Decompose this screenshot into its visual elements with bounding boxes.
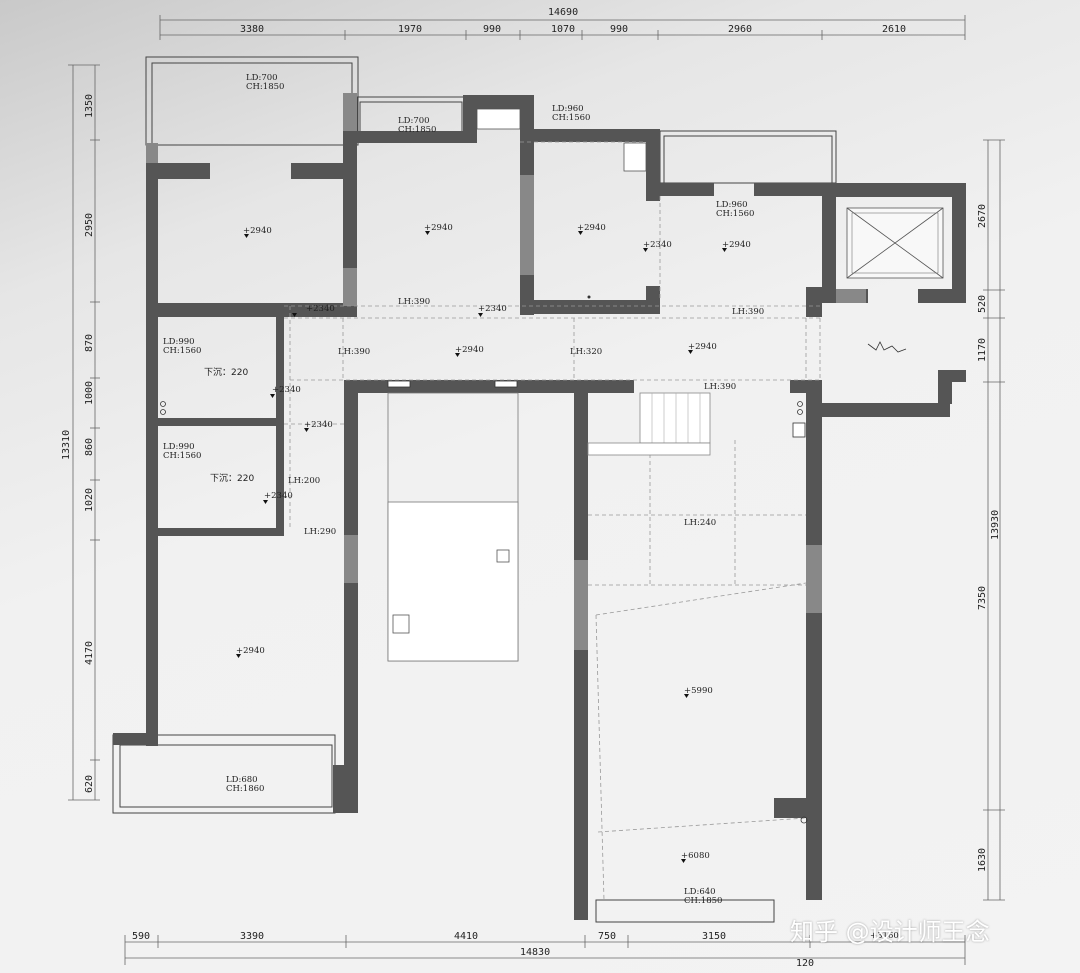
label-lh200: LH:200: [288, 476, 320, 486]
dim-right-1: 2670: [977, 204, 988, 228]
elev-2940-b: +2940: [424, 223, 453, 233]
plan-annotations: LD:700 CH:1850 LD:700 CH:1850 LD:960 CH:…: [163, 73, 899, 941]
label-ch1560-d: CH:1560: [163, 451, 201, 461]
label-ch1850-a: CH:1850: [246, 82, 284, 92]
dim-bottom-2: 3390: [240, 931, 264, 942]
label-sink-b: 下沉：220: [210, 473, 254, 484]
elev-2940-a: +2940: [243, 226, 272, 236]
dim-right-5: 1630: [977, 848, 988, 872]
elev-2940-d: +2940: [722, 240, 751, 250]
dim-left-3: 870: [84, 334, 95, 352]
dim-top-5: 990: [610, 24, 628, 35]
dim-bottom-extra: 120: [796, 958, 814, 969]
dim-bottom-1: 590: [132, 931, 150, 942]
label-lh290: LH:290: [304, 527, 336, 537]
elev-2940-g: +2940: [236, 646, 265, 656]
elev-5990: +5990: [684, 686, 713, 696]
dim-right-4: 7350: [977, 586, 988, 610]
dim-bottom-4: 750: [598, 931, 616, 942]
dim-top-6: 2960: [728, 24, 752, 35]
elev-2340-b: +2340: [306, 304, 335, 314]
left-dimension-lines: [68, 64, 100, 801]
label-ch1850-b: CH:1850: [398, 125, 436, 135]
ceiling-guide-lines: [284, 141, 821, 901]
fixtures: [160, 108, 944, 824]
label-ld990-a: LD:990: [163, 337, 195, 347]
dim-top-2: 1970: [398, 24, 422, 35]
dim-left-4: 1000: [84, 381, 95, 405]
top-dimension-lines: [159, 15, 966, 40]
elev-2340-c: +2340: [478, 304, 507, 314]
label-lh320: LH:320: [570, 347, 602, 357]
walls: [113, 93, 966, 920]
dim-left-total: 13310: [61, 430, 72, 460]
label-ch1860: CH:1860: [226, 784, 264, 794]
dim-top-total: 14690: [548, 7, 578, 18]
elev-2940-f: +2940: [688, 342, 717, 352]
label-ld640: LD:640: [684, 887, 716, 897]
elev-2340-d: +2340: [272, 385, 301, 395]
label-lh240: LH:240: [684, 518, 716, 528]
elev-2340-a: +2340: [643, 240, 672, 250]
label-lh390-b: LH:390: [732, 307, 764, 317]
label-ld990-b: LD:990: [163, 442, 195, 452]
elev-2340-e: +2340: [304, 420, 333, 430]
label-small-mark: +3160: [870, 931, 899, 941]
dim-left-8: 620: [84, 775, 95, 793]
label-ch1560-a: CH:1560: [552, 113, 590, 123]
label-ld700-b: LD:700: [398, 116, 430, 126]
dim-left-2: 2950: [84, 213, 95, 237]
dim-right-total: 13930: [990, 510, 1001, 540]
label-ch1560-c: CH:1560: [163, 346, 201, 356]
dim-left-7: 4170: [84, 641, 95, 665]
bottom-dimension-lines: [124, 935, 966, 965]
label-lh390-d: LH:390: [704, 382, 736, 392]
label-ld680: LD:680: [226, 775, 258, 785]
label-sink-a: 下沉：220: [204, 367, 248, 378]
dim-bottom-3: 4410: [454, 931, 478, 942]
dim-left-6: 1020: [84, 488, 95, 512]
dim-left-1: 1350: [84, 94, 95, 118]
elev-2940-c: +2940: [577, 223, 606, 233]
label-lh390-a: LH:390: [398, 297, 430, 307]
label-lh390-c: LH:390: [338, 347, 370, 357]
label-ch1560-b: CH:1560: [716, 209, 754, 219]
dim-right-3: 1170: [977, 338, 988, 362]
elevation-markers: [236, 231, 727, 863]
label-ld960-a: LD:960: [552, 104, 584, 114]
label-ld700-a: LD:700: [246, 73, 278, 83]
right-dimension-lines: [983, 139, 1005, 901]
label-ch1850-c: CH:1850: [684, 896, 722, 906]
watermark-text: 知乎 @设计师王念: [790, 918, 990, 946]
dim-bottom-5: 3150: [702, 931, 726, 942]
elev-6080: +6080: [681, 851, 710, 861]
balcony-outlines: [112, 56, 837, 923]
dim-top-1: 3380: [240, 24, 264, 35]
dim-top-4: 1070: [551, 24, 575, 35]
label-ld960-b: LD:960: [716, 200, 748, 210]
dim-left-5: 860: [84, 438, 95, 456]
dim-top-3: 990: [483, 24, 501, 35]
dim-right-2: 520: [977, 295, 988, 313]
dim-top-7: 2610: [882, 24, 906, 35]
elev-2340-f: +2340: [264, 491, 293, 501]
dim-bottom-total: 14830: [520, 947, 550, 958]
elev-2940-e: +2940: [455, 345, 484, 355]
